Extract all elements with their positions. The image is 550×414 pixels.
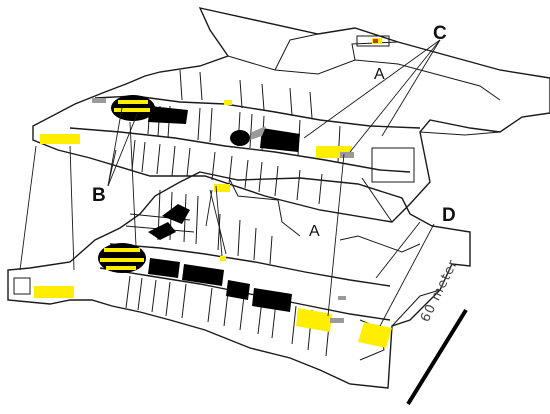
lower-floor-outline (7, 171, 471, 389)
lower-floor (7, 171, 471, 389)
lower-corridor-top (109, 243, 391, 287)
lower-corridor-bottom (99, 267, 391, 321)
upper-markers (373, 39, 378, 43)
lower-service-areas (330, 296, 346, 323)
label-a-lower: A (309, 223, 320, 240)
scale-bar (406, 308, 468, 406)
label-c: C (433, 23, 447, 44)
leader-lines (19, 39, 441, 327)
label-b: B (92, 185, 106, 206)
lower-highlights (34, 184, 392, 348)
upper-unit-walls (131, 33, 501, 223)
upper-service-areas (92, 98, 354, 158)
label-a-upper: A (374, 66, 385, 83)
upper-floor-outline (32, 7, 550, 223)
label-d: D (442, 205, 456, 226)
upper-floor (32, 7, 550, 223)
